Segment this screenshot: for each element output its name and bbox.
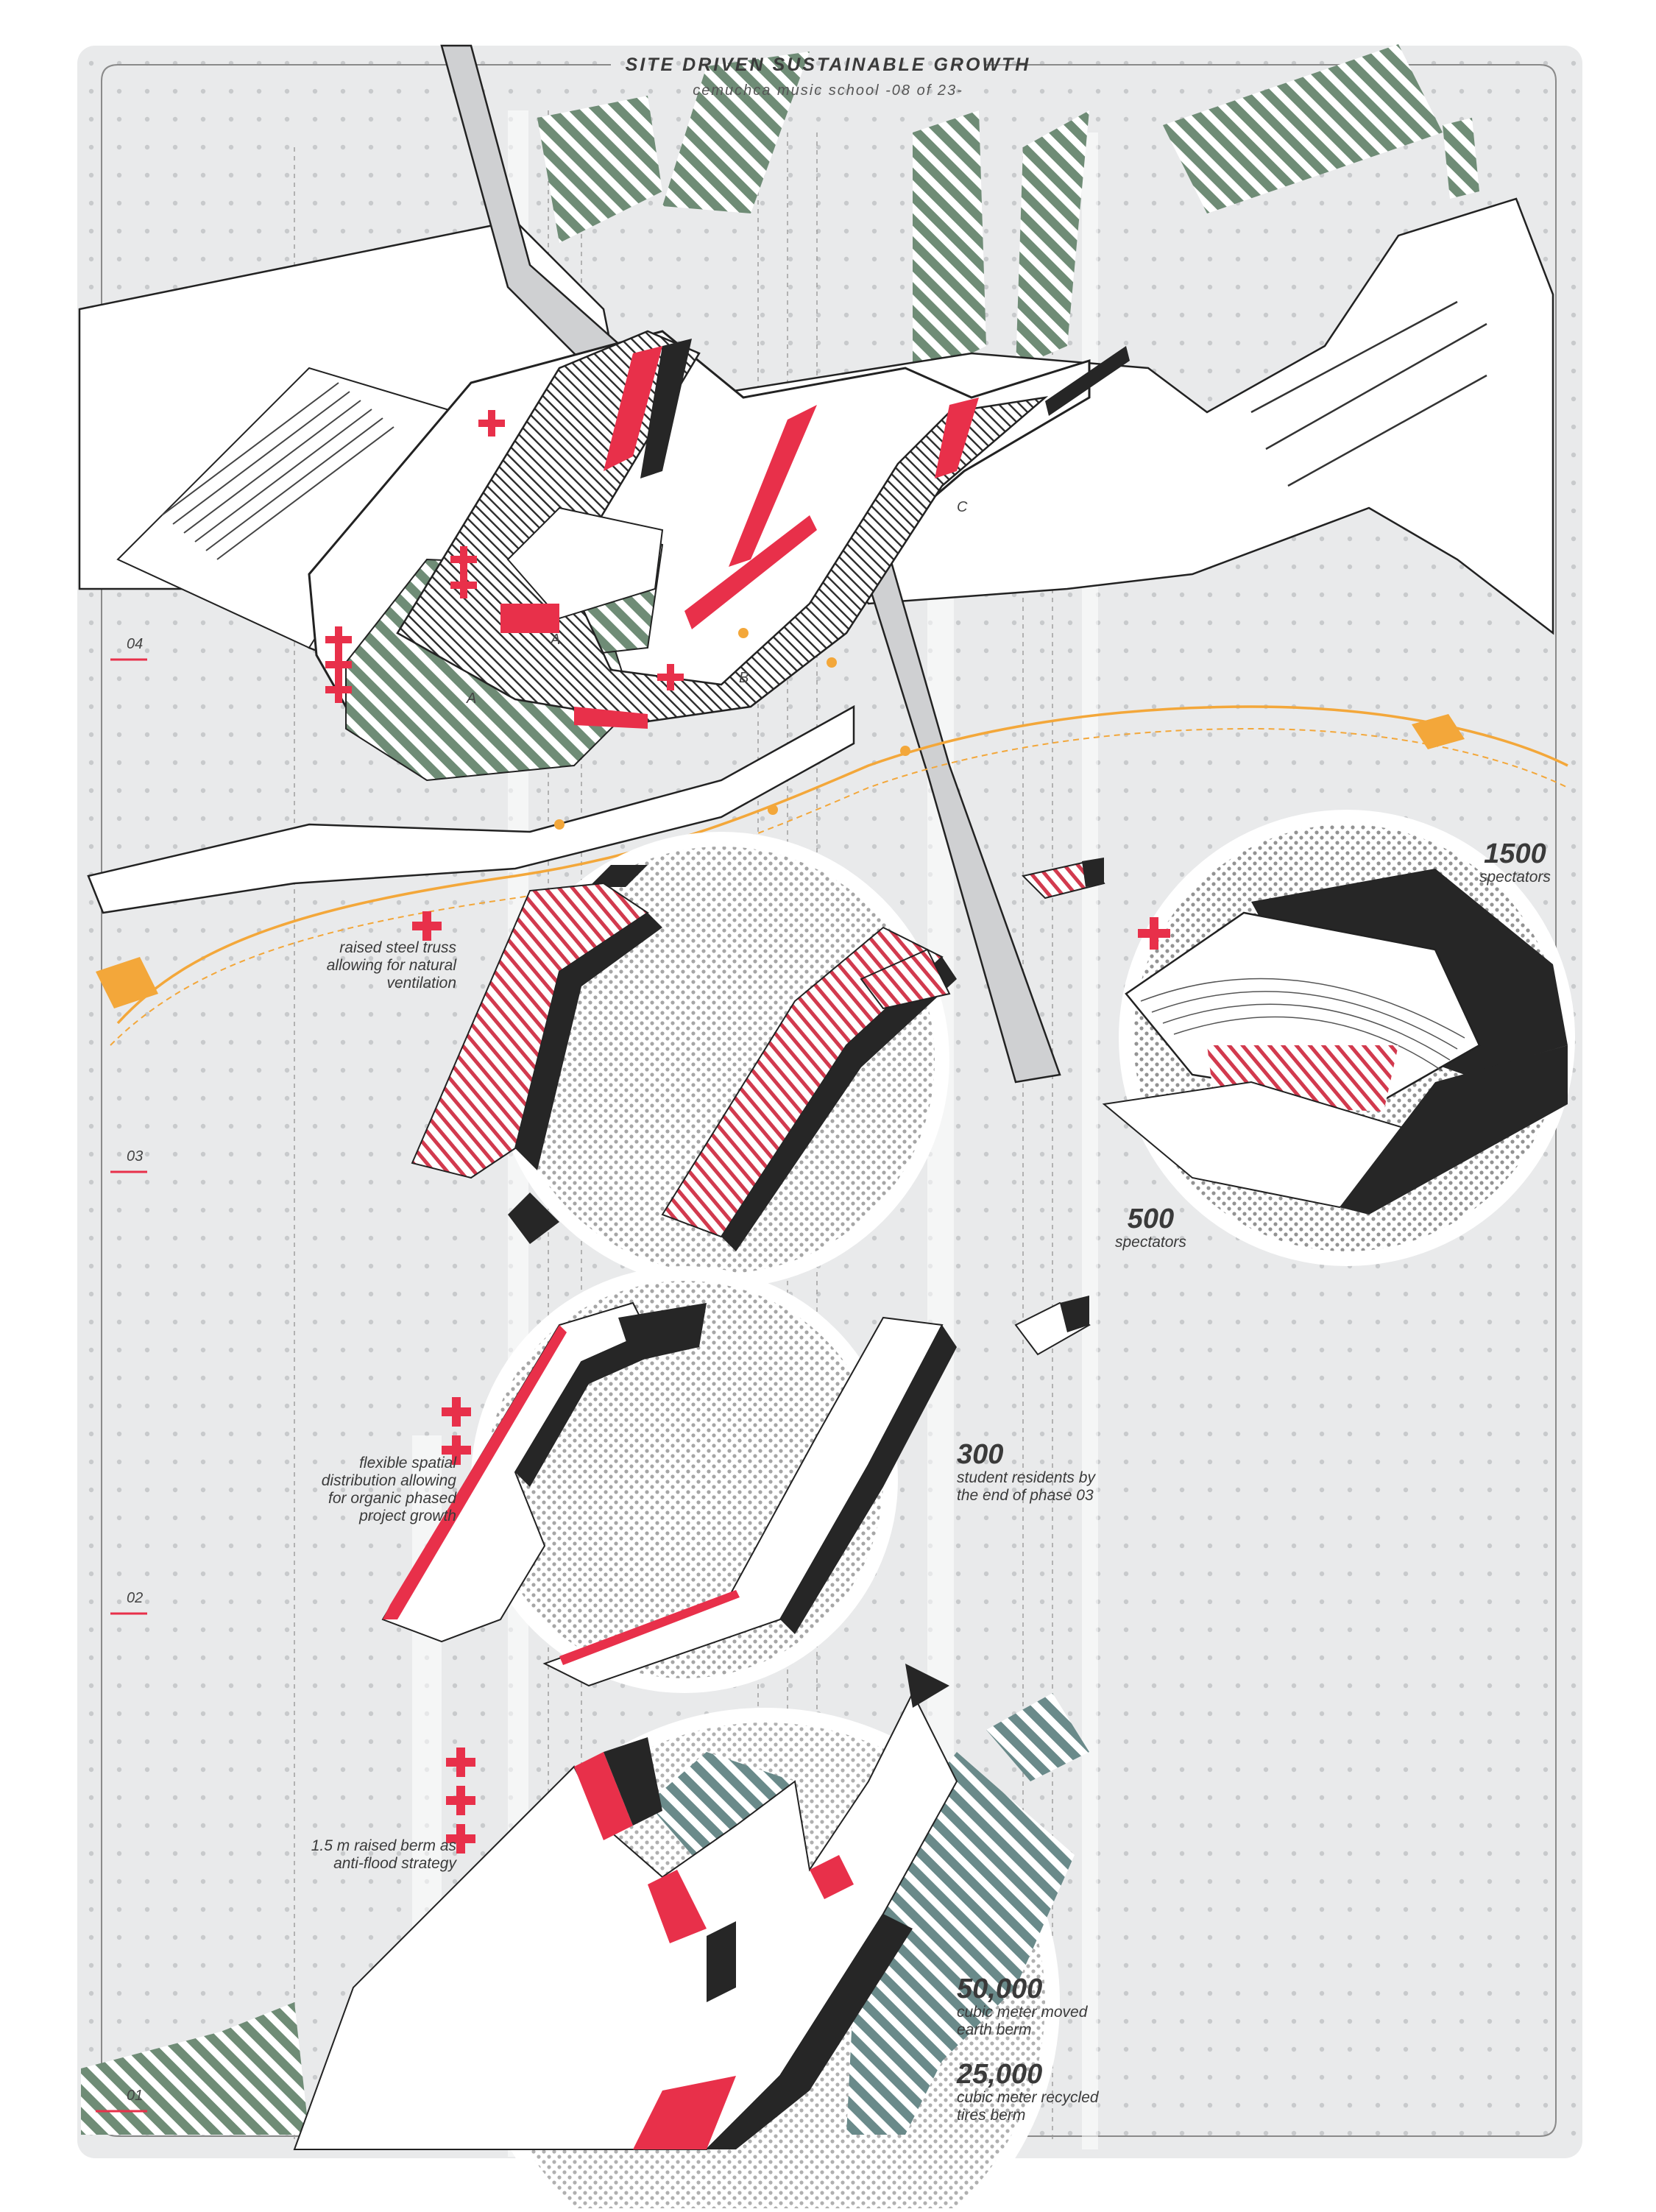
phase-01-berm [81,1664,1089,2212]
phase-label-02: 02 [127,1590,144,1606]
stat-earth-berm: 50,000 cubic meter moved earth berm [957,1974,1088,2038]
note-raised-berm: 1.5 m raised berm as anti-flood strategy [311,1837,456,1872]
stat-500-spectators: 500 spectators [1115,1204,1186,1251]
site-marker-b: B [739,670,749,686]
stat-300-residents: 300 student residents by the end of phas… [957,1439,1095,1504]
stat-tires-berm: 25,000 cubic meter recycled tires berm [957,2059,1099,2124]
poster-title: SITE DRIVEN SUSTAINABLE GROWTH [625,54,1031,75]
phase-03-amphitheatre [1102,810,1575,1266]
phase-label-03: 03 [127,1148,144,1165]
phase-label-04: 04 [127,636,144,652]
phase-03-truss [411,832,1105,1288]
note-flexible-distribution: flexible spatial distribution allowing f… [321,1455,456,1524]
poster-subtitle: cemuchca music school -08 of 23- [693,82,963,99]
phase-ticks [96,658,147,2113]
site-plan-phase-04 [78,44,1568,1084]
phase-02-residences [381,1266,1091,1693]
site-marker-a-2: A [551,632,561,648]
site-marker-a: A [467,690,477,707]
stat-1500-spectators: 1500 spectators [1479,838,1551,886]
note-raised-steel-truss: raised steel truss allowing for natural … [326,939,456,992]
phase-label-01: 01 [127,2088,144,2104]
site-marker-c: C [957,499,968,515]
